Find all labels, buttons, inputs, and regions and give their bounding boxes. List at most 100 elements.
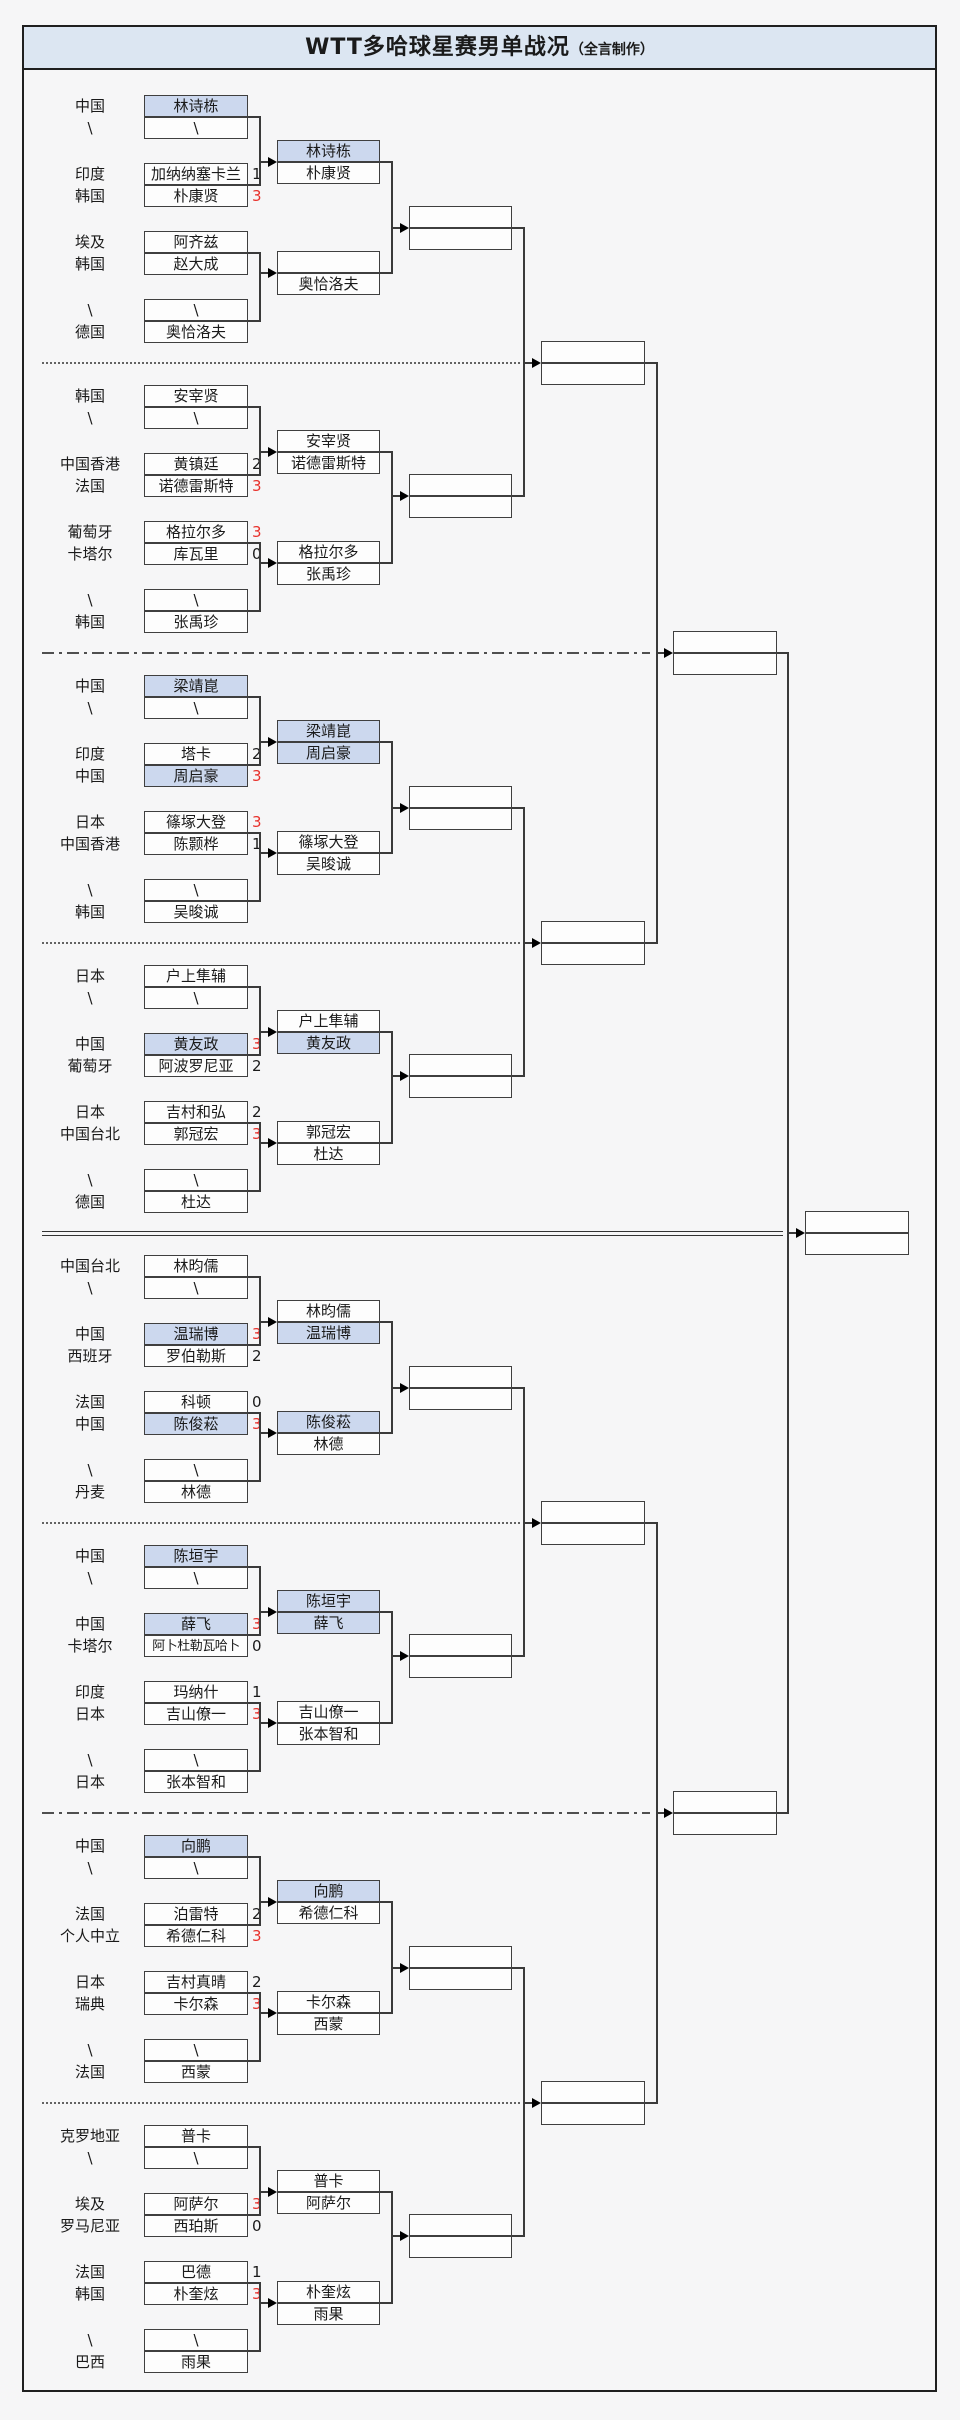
bye-box: \	[144, 117, 248, 139]
r32-winner-slot: 薛飞	[277, 1612, 380, 1634]
country-label: 法国	[74, 477, 105, 495]
connector-line	[248, 542, 261, 544]
connector-line	[259, 1856, 261, 1926]
bye-label: \	[87, 591, 93, 609]
country-label: 日本	[74, 1705, 105, 1723]
country-label: 埃及	[74, 2195, 105, 2213]
connector-line	[512, 1075, 525, 1077]
connector-line	[259, 542, 261, 612]
player-box: 吉村和弘	[144, 1101, 248, 1123]
arrow-icon	[400, 2231, 409, 2241]
connector-line	[512, 495, 525, 497]
score-label: 0	[252, 2217, 262, 2235]
connector-line	[523, 1967, 525, 2237]
r32-winner-slot	[277, 251, 380, 273]
connector-line	[260, 1432, 271, 1434]
country-label: 埃及	[74, 233, 105, 251]
connector-line	[380, 2302, 393, 2304]
r32-winner-slot: 林诗栋	[277, 140, 380, 162]
country-label: 韩国	[74, 255, 105, 273]
connector-line	[392, 1655, 403, 1657]
bye-label: \	[87, 301, 93, 319]
connector-line	[524, 1522, 535, 1524]
connector-line	[380, 1031, 393, 1033]
bye-box: \	[144, 299, 248, 321]
country-label: 中国	[74, 767, 105, 785]
connector-line	[259, 1122, 261, 1192]
country-label: 葡萄牙	[67, 1057, 113, 1075]
bye-label: \	[87, 881, 93, 899]
player-box: 吉山僚一	[144, 1703, 248, 1725]
country-label: 韩国	[74, 613, 105, 631]
title-band: WTT多哈球星赛男单战况（全言制作）	[22, 25, 937, 70]
connector-line	[391, 1901, 393, 2014]
connector-line	[260, 1321, 271, 1323]
player-box: 梁靖崑	[144, 675, 248, 697]
player-box: 黄镇廷	[144, 453, 248, 475]
bye-label: \	[87, 1461, 93, 1479]
arrow-icon	[532, 1518, 541, 1528]
connector-line	[248, 832, 261, 834]
r32-winner-slot: 普卡	[277, 2170, 380, 2192]
score-label: 3	[252, 1415, 262, 1433]
r32-winner-slot: 梁靖崑	[277, 720, 380, 742]
country-label: 中国	[74, 1415, 105, 1433]
bye-label: \	[87, 409, 93, 427]
connector-line	[657, 652, 667, 654]
qf-slot	[541, 2081, 645, 2103]
connector-line	[391, 741, 393, 854]
player-box: 雨果	[144, 2351, 248, 2373]
connector-line	[248, 2350, 261, 2352]
bye-label: \	[87, 1859, 93, 1877]
arrow-icon	[532, 358, 541, 368]
arrow-icon	[268, 1027, 277, 1037]
player-box: 库瓦里	[144, 543, 248, 565]
bye-box: \	[144, 589, 248, 611]
sf-slot	[673, 631, 777, 653]
arrow-icon	[268, 558, 277, 568]
r32-winner-slot: 林昀儒	[277, 1300, 380, 1322]
connector-line	[248, 696, 261, 698]
connector-line	[260, 451, 271, 453]
connector-line	[248, 986, 261, 988]
connector-line	[645, 942, 658, 944]
connector-line	[248, 2214, 261, 2216]
r32-winner-slot: 张本智和	[277, 1723, 380, 1745]
player-box: 林昀儒	[144, 1255, 248, 1277]
score-label: 3	[252, 477, 262, 495]
connector-line	[248, 1924, 261, 1926]
arrow-icon	[400, 1963, 409, 1973]
country-label: 葡萄牙	[67, 523, 113, 541]
player-box: 陈垣宇	[144, 1545, 248, 1567]
bye-box: \	[144, 1749, 248, 1771]
connector-line	[391, 161, 393, 274]
connector-line	[392, 1967, 403, 1969]
player-box: 杜达	[144, 1191, 248, 1213]
country-label: 个人中立	[59, 1927, 120, 1945]
r32-winner-slot: 卡尔森	[277, 1991, 380, 2013]
bye-label: \	[87, 1279, 93, 1297]
connector-line	[645, 362, 658, 364]
connector-line	[248, 610, 261, 612]
score-label: 0	[252, 545, 262, 563]
score-label: 1	[252, 2263, 262, 2281]
connector-line	[248, 2146, 261, 2148]
r32-winner-slot: 陈垣宇	[277, 1590, 380, 1612]
qf-slot	[541, 921, 645, 943]
arrow-icon	[268, 157, 277, 167]
connector-line	[260, 2191, 271, 2193]
score-label: 3	[252, 1995, 262, 2013]
connector-line	[380, 1432, 393, 1434]
arrow-icon	[400, 1071, 409, 1081]
r16-slot	[409, 1634, 512, 1656]
bye-box: \	[144, 1567, 248, 1589]
score-label: 3	[252, 2195, 262, 2213]
r16-slot	[409, 2214, 512, 2236]
country-label: 克罗地亚	[59, 2127, 120, 2145]
connector-line	[512, 807, 525, 809]
player-box: 林诗栋	[144, 95, 248, 117]
country-label: 日本	[74, 813, 105, 831]
bye-box: \	[144, 1277, 248, 1299]
player-box: 玛纳什	[144, 1681, 248, 1703]
r32-winner-slot: 阿萨尔	[277, 2192, 380, 2214]
